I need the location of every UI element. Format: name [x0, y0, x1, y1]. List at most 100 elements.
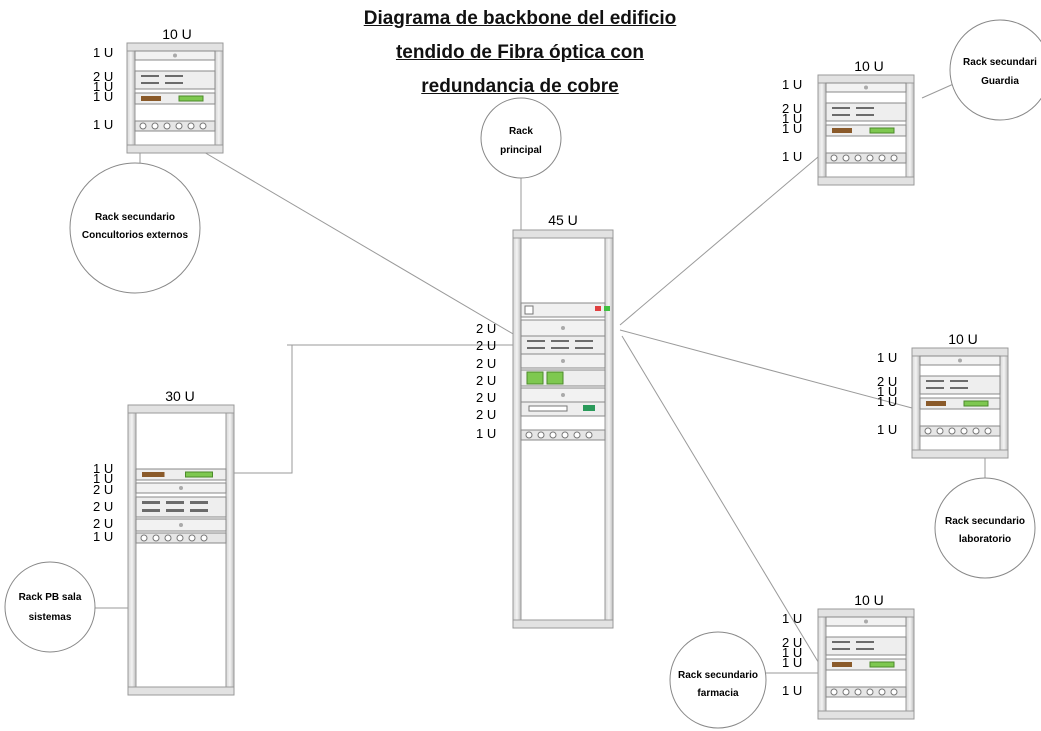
rack-bottom_right-blank-panel-screw	[864, 619, 868, 624]
rack-top_right-fiber-panel-fiber-ports	[869, 127, 895, 134]
rack-main-led-green	[604, 306, 610, 311]
bubble-midright-line1: Rack secundario	[945, 516, 1025, 527]
rack-bottom_right-patch-panel-port-block	[856, 648, 874, 650]
rack-top_left-u-label-0: 1 U	[93, 45, 113, 60]
rack-left-top-bar	[127, 404, 235, 414]
rack-left-post-left	[127, 404, 137, 696]
rack-left-patch-panel-port-block	[142, 509, 160, 512]
rack-mid_right-u-label-0: 1 U	[877, 350, 897, 365]
rack-mid_right-patch-panel-port-block	[926, 387, 944, 389]
rack-top_left-power-strip-socket	[139, 122, 147, 130]
rack-main-u-label-5: 2 U	[476, 407, 496, 422]
rack-top_left-fiber-panel-fiber-ports	[178, 95, 204, 102]
rack-bottom_right-patch-panel	[825, 636, 907, 656]
rack-top_left-u-label-2: 1 U	[93, 79, 113, 94]
rack-main-patch-panel	[520, 335, 606, 355]
rack-top_right-blank-panel-screw	[864, 85, 868, 90]
rack-top_left-patch-panel-port-block	[165, 75, 183, 77]
rack-top_right-post-right	[905, 74, 915, 186]
rack-bottom_right-power-strip-socket	[842, 688, 850, 696]
rack-main-power-strip-socket	[537, 431, 545, 439]
rack-top_left-blank-panel-screw	[173, 53, 177, 58]
rack-top_right-patch-panel	[825, 102, 907, 122]
rack-top_left-top-bar	[126, 42, 224, 52]
rack-bottom_right-patch-panel-port-block	[832, 648, 850, 650]
rack-bottom_right-power-strip	[825, 686, 907, 698]
rack-mid_right-power-strip-socket	[948, 427, 956, 435]
diagram-title-line1: Diagrama de backbone del edificio	[363, 8, 677, 29]
rack-top_left-u-label-1: 2 U	[93, 69, 113, 84]
rack-main-power-strip-socket	[525, 431, 533, 439]
rack-main-led-red	[595, 306, 601, 311]
rack-top_left-u-label-3: 1 U	[93, 89, 113, 104]
bubble-topright-line1: Rack secundari	[963, 57, 1037, 68]
bubble-main-line2: principal	[500, 145, 542, 156]
link-main-midright	[619, 329, 913, 409]
bubble-left: Rack PB sala sistemas	[4, 561, 96, 653]
rack-top_left-power-strip-socket	[187, 122, 195, 130]
rack-top_right-patch-panel-port-block	[856, 107, 874, 109]
bubble-main-line1: Rack	[509, 126, 533, 137]
bubble-bottomright-line2: farmacia	[697, 688, 739, 699]
rack-top_right-u-label-0: 1 U	[782, 77, 802, 92]
rack-main-blank-panel-3-screw	[561, 393, 565, 397]
rack-left-fiber-panel-copper-ports	[142, 472, 165, 477]
rack-left-patch-panel-port-block	[166, 501, 184, 504]
rack-left-u-label-2: 2 U	[93, 482, 113, 497]
rack-bottom_right-top-bar	[817, 608, 915, 618]
rack-mid_right-u-label-2: 1 U	[877, 384, 897, 399]
rack-mid_right-blank-panel-screw	[958, 358, 962, 363]
rack-main-patch-panel-port-block	[527, 347, 545, 349]
rack-mid_right-top-bar	[911, 347, 1009, 357]
rack-bottom_right-bottom-bar	[817, 710, 915, 720]
diagram-title-line2: tendido de Fibra óptica con	[395, 42, 645, 63]
rack-top_right-patch-panel-port-block	[832, 114, 850, 116]
rack-topright-size: 10 U	[854, 58, 884, 74]
bubble-left-line2: sistemas	[29, 612, 72, 623]
rack-top_left-power-strip-socket	[151, 122, 159, 130]
rack-top_left-fiber-panel	[134, 92, 216, 105]
rack-top_left-fiber-panel-copper-ports	[141, 96, 161, 101]
rack-main-u-label-6: 1 U	[476, 426, 496, 441]
rack-left-u-label-5: 1 U	[93, 529, 113, 544]
rack-left-u-label-0: 1 U	[93, 461, 113, 476]
rack-bottomright-size: 10 U	[854, 592, 884, 608]
rack-left-power-strip-socket	[176, 534, 184, 542]
rack-left-u-label-3: 2 U	[93, 499, 113, 514]
link-main-bottomright	[621, 335, 824, 671]
bubble-topright: Rack secundari Guardia	[949, 19, 1041, 121]
rack-mid_right-patch-panel-port-block	[950, 380, 968, 382]
rack-left-power-strip-socket	[188, 534, 196, 542]
rack-bottom_right-patch-panel-port-block	[832, 641, 850, 643]
rack-main-patch-panel-port-block	[575, 347, 593, 349]
rack-top_left-post-left	[126, 42, 136, 154]
rack-mid_right-power-strip-socket	[972, 427, 980, 435]
rack-top_right-patch-panel-port-block	[832, 107, 850, 109]
rack-left-power-strip-socket	[152, 534, 160, 542]
rack-midright-size: 10 U	[948, 331, 978, 347]
rack-main-patch-panel-port-block	[527, 340, 545, 342]
rack-bottom_right-power-strip-socket	[830, 688, 838, 696]
link-main-topright	[619, 156, 819, 326]
rack-top_right-fiber-panel	[825, 124, 907, 137]
rack-top_right-u-label-2: 1 U	[782, 111, 802, 126]
rack-bottom_right: 1 U2 U1 U1 U1 U	[782, 608, 915, 720]
rack-main-size: 45 U	[548, 212, 578, 228]
rack-main-bottom-bar	[512, 619, 614, 629]
rack-top_right-patch-panel-port-block	[856, 114, 874, 116]
rack-mid_right-patch-panel	[919, 375, 1001, 395]
rack-bottom_right-post-left	[817, 608, 827, 720]
rack-top_right-power-strip-socket	[878, 154, 886, 162]
rack-top_right-power-strip-socket	[830, 154, 838, 162]
rack-main-post-right	[604, 229, 614, 629]
bubble-bottomright-line1: Rack secundario	[678, 670, 758, 681]
rack-main-blank-panel-1-screw	[561, 326, 565, 330]
rack-bottom_right-power-strip-socket	[878, 688, 886, 696]
rack-mid_right-power-strip-socket	[924, 427, 932, 435]
rack-main-patch-panel-port-block	[575, 340, 593, 342]
rack-mid_right-post-left	[911, 347, 921, 459]
rack-mid_right-u-label-3: 1 U	[877, 394, 897, 409]
rack-mid_right-power-strip-socket	[936, 427, 944, 435]
rack-top_right-power-strip-socket	[842, 154, 850, 162]
rack-mid_right-fiber-panel-copper-ports	[926, 401, 946, 406]
